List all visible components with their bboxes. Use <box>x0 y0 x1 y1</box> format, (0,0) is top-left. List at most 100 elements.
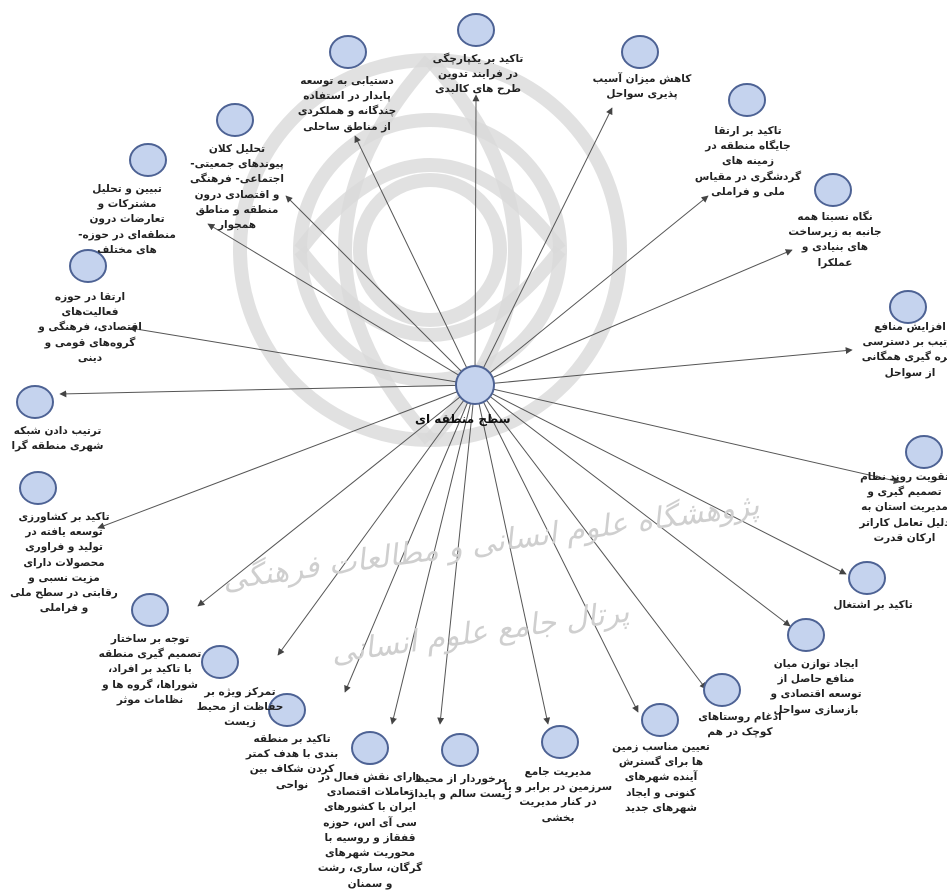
node-label-line: ارتقا در حوزه <box>54 291 126 303</box>
node-label-line: و سمنان <box>347 877 393 890</box>
node-label-line: جانبه به زیرساخت <box>788 226 882 239</box>
node-label-line: همجوار <box>217 219 257 232</box>
node-label-line: محصولات دارای <box>23 556 105 569</box>
node-label-line: تصمیم گیری منطقه <box>98 648 202 661</box>
edge-n13 <box>390 384 476 725</box>
node-n14 <box>268 693 306 727</box>
node-label-line: های مختلف <box>97 243 157 256</box>
node-n11 <box>541 725 579 759</box>
node-label-line: جایگاه منطقه در <box>705 140 791 153</box>
node-label-line: ترتیب بر دسترسی <box>862 336 947 349</box>
node-n6 <box>905 435 943 469</box>
node-label-line: نواحی <box>275 778 309 791</box>
node-label-line: ملی و فراملی <box>711 185 785 198</box>
node-label-line: توسعه اقتصادی و <box>770 688 862 701</box>
node-label-line: زیست سالم و پایدار <box>408 788 512 801</box>
node-label-n5: افزایش منافعترتیب بر دسترسیبهره گیری همگ… <box>860 320 947 381</box>
node-label-n8: ایجاد توازن میان منافع حاصل از توسعه اقتصا… <box>756 657 876 718</box>
node-label-line: آینده شهرهای <box>624 771 698 784</box>
node-n16 <box>131 593 169 627</box>
node-label-line: تعاملات اقتصادی <box>326 786 414 799</box>
node-n9 <box>703 673 741 707</box>
node-label-n7: تاکید بر اشتغال <box>818 598 928 613</box>
node-label-line: های بنیادی و <box>801 241 869 254</box>
node-label-n18: ترتیب دادن شبکه شهری منطقه گرا <box>0 424 115 454</box>
node-label-line: ترتیب دادن شبکه <box>13 425 102 437</box>
node-n8 <box>787 618 825 652</box>
edge-n2 <box>474 107 613 386</box>
node-label-line: سرزمین در برابر و یا <box>503 781 613 794</box>
node-n17 <box>19 471 57 505</box>
watermark-emblem <box>233 53 627 447</box>
node-n3 <box>728 83 766 117</box>
node-label-line: ها برای گسترش <box>618 756 704 769</box>
node-label-line: توسعه یافته در <box>25 526 103 539</box>
edge-n19 <box>129 325 476 386</box>
node-label-line: تاکید بر منطقه <box>253 733 331 745</box>
node-label-line: تعارضات درون <box>89 213 165 226</box>
node-label-line: بندی با هدف کمتر <box>245 748 339 761</box>
edge-n10 <box>474 384 639 713</box>
node-label-line: منطقه و مناطق <box>195 203 279 216</box>
edge-n5 <box>474 347 853 386</box>
node-label-line: کردن شکاف بین <box>249 763 335 776</box>
node-label-line: تقویت روند نظام <box>860 471 947 483</box>
node-label-line: از سواحل <box>884 366 936 379</box>
node-label-line: شهری منطقه گرا <box>11 440 104 453</box>
edge-n21 <box>285 195 476 386</box>
node-label-line: در کنار مدیریت <box>519 796 597 809</box>
node-label-line: اقتصادی، فرهنگی و <box>38 321 142 334</box>
hub-label: سطح منطقه ای <box>415 412 511 426</box>
node-n10 <box>641 703 679 737</box>
node-label-line: تعیین مناسب زمین <box>612 741 710 753</box>
edge-n1 <box>472 94 480 386</box>
node-label-line: و اقتصادی درون <box>194 188 280 201</box>
node-n15 <box>201 645 239 679</box>
node-n2 <box>621 35 659 69</box>
node-label-line: بخشی <box>541 811 575 824</box>
node-label-line: شهرهای جدید <box>625 801 697 814</box>
node-n21 <box>216 103 254 137</box>
edge-n17 <box>97 384 476 530</box>
node-label-line: کنونی و ایجاد <box>626 786 696 799</box>
node-label-line: حفاظت از محیط <box>196 701 284 714</box>
node-label-line: تاکید بر اشتغال <box>833 599 913 611</box>
hub-node <box>455 365 495 405</box>
node-label-line: پذیری سواحل <box>606 88 678 101</box>
node-label-line: تبیین و تحلیل <box>92 183 162 195</box>
node-n18 <box>16 385 54 419</box>
node-label-line: ایجاد توازن میان <box>773 658 859 670</box>
edge-n20 <box>207 223 476 386</box>
node-label-line: برخوردار از محیط <box>413 773 507 785</box>
edge-n18 <box>59 384 476 398</box>
node-label-line: تمرکز ویژه بر <box>204 686 276 698</box>
node-label-line: دلیل تعامل کاراتر <box>859 516 947 529</box>
node-n1 <box>457 13 495 47</box>
edge-n12 <box>437 384 476 725</box>
node-label-line: مدیریت جامع <box>524 766 592 778</box>
node-n7 <box>848 561 886 595</box>
node-label-line: محوریت شهرهای <box>324 847 416 860</box>
node-label-n14: تاکید بر منطقه بندی با هدف کمتر کردن شکاف … <box>232 732 352 793</box>
node-label-line: سی آی اس، حوزه <box>323 816 417 829</box>
node-label-line: افزایش منافع <box>874 321 946 333</box>
edges-group <box>59 94 901 725</box>
node-label-line: شوراها، گروه ها و <box>102 678 198 691</box>
node-label-line: مزیت نسبی و <box>28 571 100 584</box>
node-label-line: کاهش میزان آسیب <box>592 73 692 85</box>
node-label-line: و فراملی <box>39 602 89 615</box>
node-label-line: کوچک در هم <box>707 726 773 739</box>
node-label-line: تولید و فراوری <box>25 541 103 554</box>
node-label-line: در فرایند تدوین <box>438 68 518 81</box>
node-n13 <box>351 731 389 765</box>
edge-n7 <box>474 384 847 575</box>
node-label-line: گردشگری در مقیاس <box>694 170 802 183</box>
node-label-line: منافع حاصل از <box>777 673 855 686</box>
node-label-line: زیست <box>224 716 256 729</box>
